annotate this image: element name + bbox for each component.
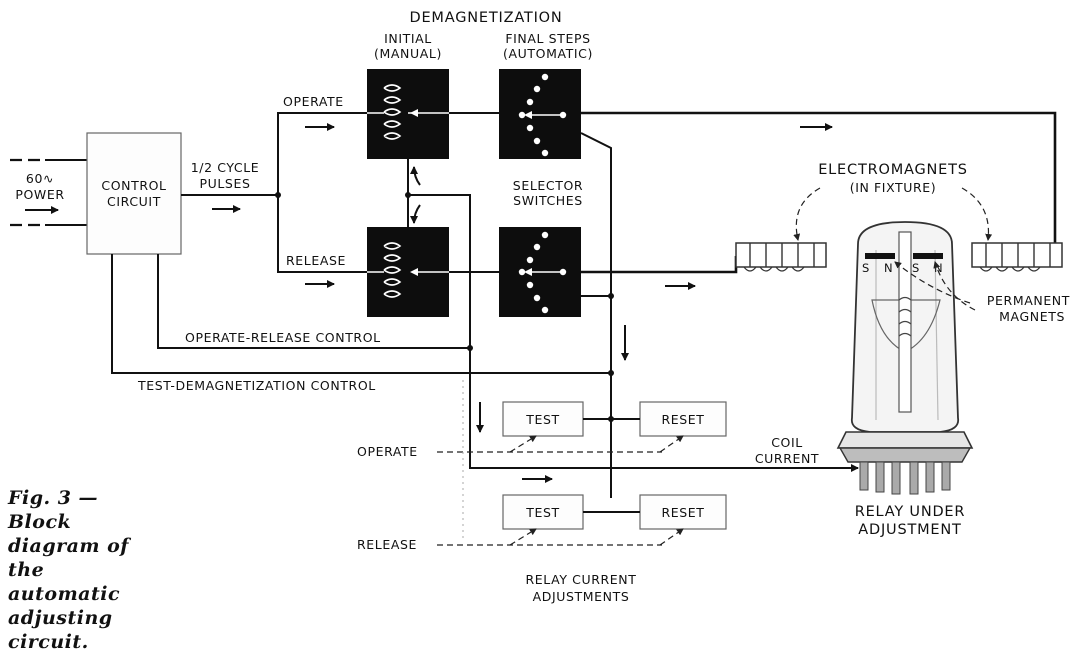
operate-adj-label: OPERATE bbox=[357, 444, 418, 459]
release-adj-label: RELEASE bbox=[357, 537, 417, 552]
selector-control-bus bbox=[580, 132, 629, 498]
permanent-label-2: MAGNETS bbox=[999, 309, 1065, 324]
initial-label-2: (MANUAL) bbox=[374, 46, 442, 61]
op-rel-control-label: OPERATE-RELEASE CONTROL bbox=[185, 330, 381, 345]
pole-s1: S bbox=[862, 261, 870, 275]
operate-label: OPERATE bbox=[283, 94, 344, 109]
figure-caption: Fig. 3 — Block diagram of the automatic … bbox=[8, 487, 129, 653]
operate-output-wire bbox=[581, 111, 1057, 256]
pulses-line: 1/2 CYCLE PULSES bbox=[181, 160, 281, 213]
power-label-1: 60∿ bbox=[26, 171, 54, 186]
relay-label-1: RELAY UNDER bbox=[855, 504, 966, 520]
selector-label-1: SELECTOR bbox=[513, 178, 583, 193]
control-label-2: CIRCUIT bbox=[107, 194, 161, 209]
test-demag-control-line: TEST-DEMAGNETIZATION CONTROL bbox=[111, 254, 614, 393]
reset-box-bottom bbox=[639, 494, 727, 530]
pulses-label-1: 1/2 CYCLE bbox=[191, 160, 260, 175]
control-circuit-block: CONTROL CIRCUIT bbox=[86, 132, 182, 255]
coil-label-2: CURRENT bbox=[755, 451, 819, 466]
test-box-bottom bbox=[502, 494, 584, 530]
coil-label-1: COIL bbox=[771, 435, 803, 450]
operate-release-control-line: OPERATE-RELEASE CONTROL bbox=[157, 254, 473, 351]
pole-s2: S bbox=[912, 261, 920, 275]
test-bottom-label: TEST bbox=[525, 505, 560, 520]
reset-top-label: RESET bbox=[661, 412, 704, 427]
final-label-1: FINAL STEPS bbox=[505, 31, 590, 46]
control-label-1: CONTROL bbox=[101, 178, 166, 193]
relay-label-2: ADJUSTMENT bbox=[858, 522, 961, 538]
initial-manual-linkage bbox=[405, 159, 471, 440]
reset-box-top bbox=[639, 401, 727, 437]
test-top-label: TEST bbox=[525, 412, 560, 427]
relay-under-adjustment: S N S N RELAY UNDER ADJUSTMENT bbox=[836, 221, 974, 538]
initial-label-1: INITIAL bbox=[384, 31, 432, 46]
initial-demag-release-block bbox=[367, 227, 449, 317]
initial-demag-operate-block bbox=[367, 69, 449, 159]
test-box-top bbox=[502, 401, 584, 437]
left-electromagnet bbox=[735, 242, 827, 272]
pole-n1: N bbox=[884, 261, 893, 275]
power-input: 60∿ POWER bbox=[10, 158, 87, 227]
reset-bottom-label: RESET bbox=[661, 505, 704, 520]
electromagnets-label-1: ELECTROMAGNETS bbox=[818, 162, 968, 178]
permanent-label-1: PERMANENT bbox=[987, 293, 1070, 308]
relay-current-adjustments: TEST RESET TEST RESET OPERATE RELEASE RE… bbox=[357, 380, 858, 604]
adjustments-label-2: ADJUSTMENTS bbox=[533, 589, 630, 604]
block-diagram: 60∿ POWER CONTROL CIRCUIT 1/2 CYCLE PULS… bbox=[10, 10, 1070, 604]
pulses-label-2: PULSES bbox=[199, 176, 250, 191]
final-demag-operate-switch bbox=[499, 69, 581, 159]
electromagnets-label-2: (IN FIXTURE) bbox=[850, 180, 937, 195]
right-electromagnet bbox=[971, 242, 1063, 272]
final-demag-release-switch bbox=[499, 227, 581, 317]
selector-label-2: SWITCHES bbox=[513, 193, 583, 208]
adjustments-label-1: RELAY CURRENT bbox=[526, 572, 637, 587]
release-label: RELEASE bbox=[286, 253, 346, 268]
demag-title: DEMAGNETIZATION bbox=[410, 10, 563, 26]
power-label-2: POWER bbox=[15, 187, 64, 202]
final-label-2: (AUTOMATIC) bbox=[503, 46, 593, 61]
test-demag-control-label: TEST-DEMAGNETIZATION CONTROL bbox=[137, 378, 376, 393]
release-output-wire bbox=[581, 256, 738, 290]
operate-release-branches: OPERATE RELEASE bbox=[277, 94, 367, 288]
